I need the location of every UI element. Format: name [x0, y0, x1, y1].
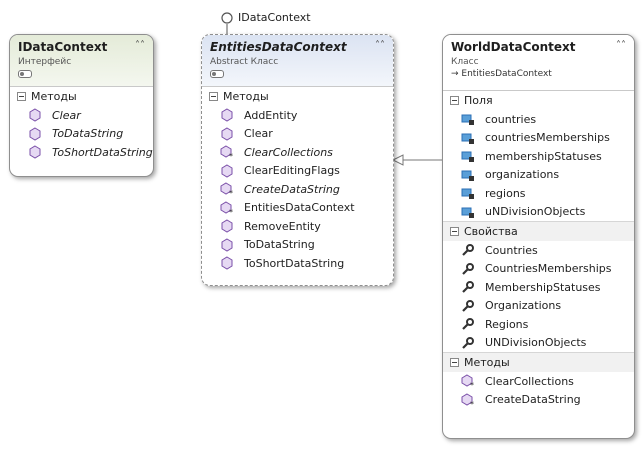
- svg-text:*: *: [470, 400, 474, 407]
- interface-lollipop-circle: [221, 12, 233, 24]
- method-icon: [220, 164, 234, 178]
- class-idatacontext[interactable]: IDataContext Интерфейс ˄˄ Методы Clear T…: [9, 34, 154, 177]
- method-icon: [28, 108, 42, 122]
- collapse-square-icon[interactable]: [17, 92, 26, 101]
- method-icon: [220, 108, 234, 122]
- property-icon: [461, 299, 475, 313]
- method-icon: [220, 238, 234, 252]
- section-methods: Методы *ClearCollections *CreateDataStri…: [443, 352, 634, 409]
- list-item[interactable]: regions: [443, 184, 634, 203]
- list-item[interactable]: ClearEditingFlags: [202, 162, 393, 181]
- list-item[interactable]: Regions: [443, 315, 634, 334]
- list-item[interactable]: AddEntity: [202, 106, 393, 125]
- private-field-icon: [461, 131, 475, 145]
- section-methods: Методы Clear ToDataString ToShortDataStr…: [10, 87, 153, 162]
- list-item[interactable]: ToDataString: [10, 125, 153, 144]
- section-properties: Свойства Countries CountriesMemberships …: [443, 221, 634, 352]
- class-stereotype: Класс: [451, 57, 479, 67]
- private-field-icon: [461, 186, 475, 200]
- list-item[interactable]: uNDivisionObjects: [443, 203, 634, 222]
- method-icon: [220, 219, 234, 233]
- property-icon: [461, 317, 475, 331]
- toggle-icon[interactable]: [18, 70, 32, 78]
- class-header: WorldDataContext Класс → EntitiesDataCon…: [443, 35, 634, 91]
- protected-method-icon: *: [461, 374, 475, 388]
- section-fields: Поля countries countriesMemberships memb…: [443, 91, 634, 221]
- toggle-icon[interactable]: [210, 70, 224, 78]
- inheritance-arrowhead: [391, 154, 404, 166]
- method-icon: [220, 256, 234, 270]
- collapse-chevron-icon[interactable]: ˄˄: [135, 40, 145, 51]
- private-field-icon: [461, 149, 475, 163]
- list-item[interactable]: MembershipStatuses: [443, 278, 634, 297]
- collapse-square-icon[interactable]: [209, 92, 218, 101]
- list-item[interactable]: Clear: [202, 125, 393, 144]
- svg-text:*: *: [470, 381, 474, 388]
- list-item[interactable]: *ClearCollections: [202, 143, 393, 162]
- class-title: EntitiesDataContext: [210, 40, 347, 54]
- list-item[interactable]: *CreateDataString: [443, 391, 634, 410]
- collapse-square-icon[interactable]: [450, 96, 459, 105]
- property-icon: [461, 262, 475, 276]
- svg-text:*: *: [229, 152, 233, 159]
- collapse-chevron-icon[interactable]: ˄˄: [616, 40, 626, 51]
- list-item[interactable]: UNDivisionObjects: [443, 334, 634, 353]
- lollipop-label: IDataContext: [238, 11, 311, 24]
- class-header: IDataContext Интерфейс ˄˄: [10, 35, 153, 87]
- collapse-chevron-icon[interactable]: ˄˄: [375, 40, 385, 51]
- private-field-icon: [461, 168, 475, 182]
- class-stereotype: Abstract Класс: [210, 57, 279, 67]
- section-header[interactable]: Методы: [202, 87, 393, 106]
- list-item[interactable]: *ClearCollections: [443, 372, 634, 391]
- private-field-icon: [461, 112, 475, 126]
- method-icon: [28, 145, 42, 159]
- list-item[interactable]: CountriesMemberships: [443, 260, 634, 279]
- base-class-link[interactable]: → EntitiesDataContext: [451, 69, 552, 79]
- protected-method-icon: *: [220, 201, 234, 215]
- collapse-square-icon[interactable]: [450, 358, 459, 367]
- section-header[interactable]: Свойства: [443, 221, 634, 241]
- list-item[interactable]: countriesMemberships: [443, 129, 634, 148]
- property-icon: [461, 243, 475, 257]
- list-item[interactable]: ToDataString: [202, 236, 393, 255]
- list-item[interactable]: RemoveEntity: [202, 217, 393, 236]
- private-field-icon: [461, 205, 475, 219]
- list-item[interactable]: Countries: [443, 241, 634, 260]
- svg-text:*: *: [229, 189, 233, 196]
- section-header[interactable]: Поля: [443, 91, 634, 110]
- list-item[interactable]: *EntitiesDataContext: [202, 199, 393, 218]
- protected-method-icon: *: [220, 182, 234, 196]
- list-item[interactable]: organizations: [443, 166, 634, 185]
- property-icon: [461, 336, 475, 350]
- method-icon: [28, 127, 42, 141]
- class-title: IDataContext: [18, 40, 108, 54]
- property-icon: [461, 280, 475, 294]
- protected-method-icon: *: [220, 145, 234, 159]
- list-item[interactable]: ToShortDataString: [10, 143, 153, 162]
- list-item[interactable]: Organizations: [443, 297, 634, 316]
- section-header[interactable]: Методы: [10, 87, 153, 106]
- class-entitiesdatacontext[interactable]: EntitiesDataContext Abstract Класс ˄˄ Ме…: [201, 34, 394, 286]
- class-header: EntitiesDataContext Abstract Класс ˄˄: [202, 35, 393, 87]
- section-methods: Методы AddEntity Clear *ClearCollections…: [202, 87, 393, 273]
- list-item[interactable]: ToShortDataString: [202, 254, 393, 273]
- class-worlddatacontext[interactable]: WorldDataContext Класс → EntitiesDataCon…: [442, 34, 635, 439]
- list-item[interactable]: *CreateDataString: [202, 180, 393, 199]
- protected-method-icon: *: [461, 393, 475, 407]
- list-item[interactable]: membershipStatuses: [443, 147, 634, 166]
- list-item[interactable]: Clear: [10, 106, 153, 125]
- collapse-square-icon[interactable]: [450, 227, 459, 236]
- section-header[interactable]: Методы: [443, 352, 634, 372]
- class-stereotype: Интерфейс: [18, 57, 72, 67]
- class-title: WorldDataContext: [451, 40, 576, 54]
- method-icon: [220, 127, 234, 141]
- list-item[interactable]: countries: [443, 110, 634, 129]
- svg-text:*: *: [229, 208, 233, 215]
